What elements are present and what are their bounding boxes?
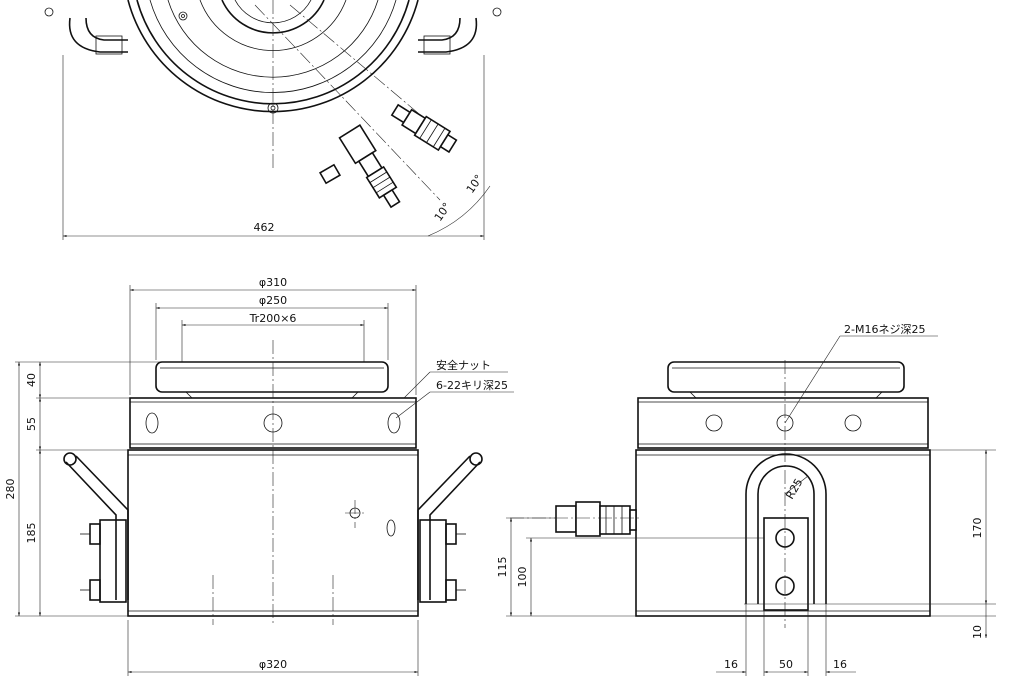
side-view: R25 2-M16ネジ深25 170 10 115 100 [496,323,996,676]
front-h-nut: 40 [25,373,38,387]
front-dia-top: φ310 [259,276,287,289]
side-radius: R25 [783,476,805,501]
angle-dim-1: 10° [432,200,454,223]
top-width-dim: 462 [254,221,275,234]
side-w-left: 16 [724,658,738,671]
front-thread: Tr200×6 [249,312,297,325]
front-h-body: 185 [25,523,38,544]
label-side-tap: 2-M16ネジ深25 [844,323,925,336]
label-safety-nut: 安全ナット [436,358,491,372]
side-h-115: 115 [496,557,509,578]
angle-dim-2: 10° [464,172,486,195]
front-view: φ310 φ250 Tr200×6 [4,276,514,676]
label-front-tap: 6-22キリ深25 [436,379,508,392]
front-h-total: 280 [4,479,17,500]
side-w-right: 16 [833,658,847,671]
side-h-10: 10 [971,625,984,639]
front-h-ring: 55 [25,417,38,431]
side-w-mid: 50 [779,658,793,671]
front-dia-mid: φ250 [259,294,287,307]
side-h-100: 100 [516,567,529,588]
side-h-170: 170 [971,518,984,539]
front-dia-base: φ320 [259,658,287,671]
top-view: 462 10° 10° [44,0,502,240]
